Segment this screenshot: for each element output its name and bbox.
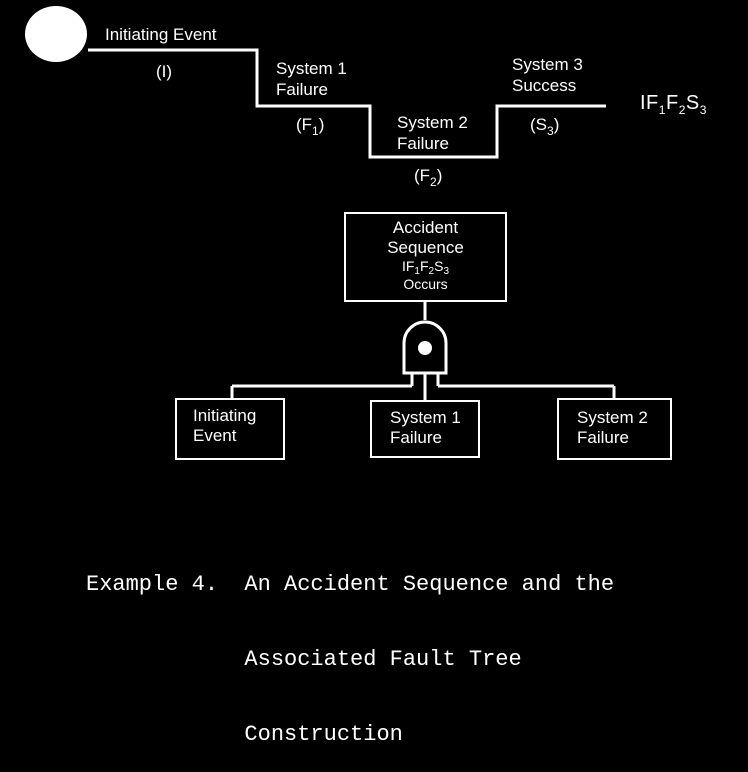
initiator-blob: [25, 6, 87, 62]
input-initiating-event-line1: Initiating: [193, 406, 257, 425]
system1-line2: Failure: [276, 80, 328, 99]
top-event-line4: Occurs: [403, 276, 448, 292]
input-system1-failure: System 1 Failure: [370, 400, 480, 458]
initiating-event-label: Initiating Event: [105, 25, 217, 44]
caption-line3: Construction: [86, 722, 403, 747]
input-system2-line1: System 2: [577, 408, 648, 427]
top-event-line2: Sequence: [387, 238, 464, 257]
input-system1-line1: System 1: [390, 408, 461, 427]
input-system2-line2: Failure: [577, 428, 629, 447]
system2-label: System 2 Failure: [397, 112, 468, 154]
system3-line1: System 3: [512, 55, 583, 74]
input-initiating-event: Initiating Event: [175, 398, 285, 460]
input-initiating-event-line2: Event: [193, 426, 237, 445]
system3-line2: Success: [512, 76, 577, 95]
sequence-label: IF1F2S3: [640, 92, 707, 117]
top-event-sequence: IF1F2S3: [401, 258, 450, 277]
system3-label: System 3 Success: [512, 54, 583, 96]
and-gate-dot: [418, 341, 432, 355]
caption-line2: Associated Fault Tree: [86, 647, 522, 672]
input-system2-failure: System 2 Failure: [557, 398, 672, 460]
system2-line1: System 2: [397, 113, 468, 132]
system2-line2: Failure: [397, 134, 449, 153]
figure-caption: Example 4. An Accident Sequence and the …: [86, 522, 614, 772]
caption-line1: Example 4. An Accident Sequence and the: [86, 572, 615, 597]
fault-tree-diagram: [25, 6, 616, 400]
top-event-line1: Accident: [392, 218, 459, 237]
initiating-event-symbol: (I): [156, 62, 173, 81]
input-system1-line2: Failure: [390, 428, 442, 447]
system1-line1: System 1: [276, 59, 347, 78]
top-event-box: Accident Sequence IF1F2S3 Occurs: [344, 212, 507, 302]
system1-symbol: (F1): [296, 115, 325, 138]
system3-symbol: (S3): [530, 115, 560, 138]
event-tree-path: [88, 48, 606, 159]
system1-label: System 1 Failure: [276, 58, 347, 100]
system2-symbol: (F2): [414, 166, 443, 189]
